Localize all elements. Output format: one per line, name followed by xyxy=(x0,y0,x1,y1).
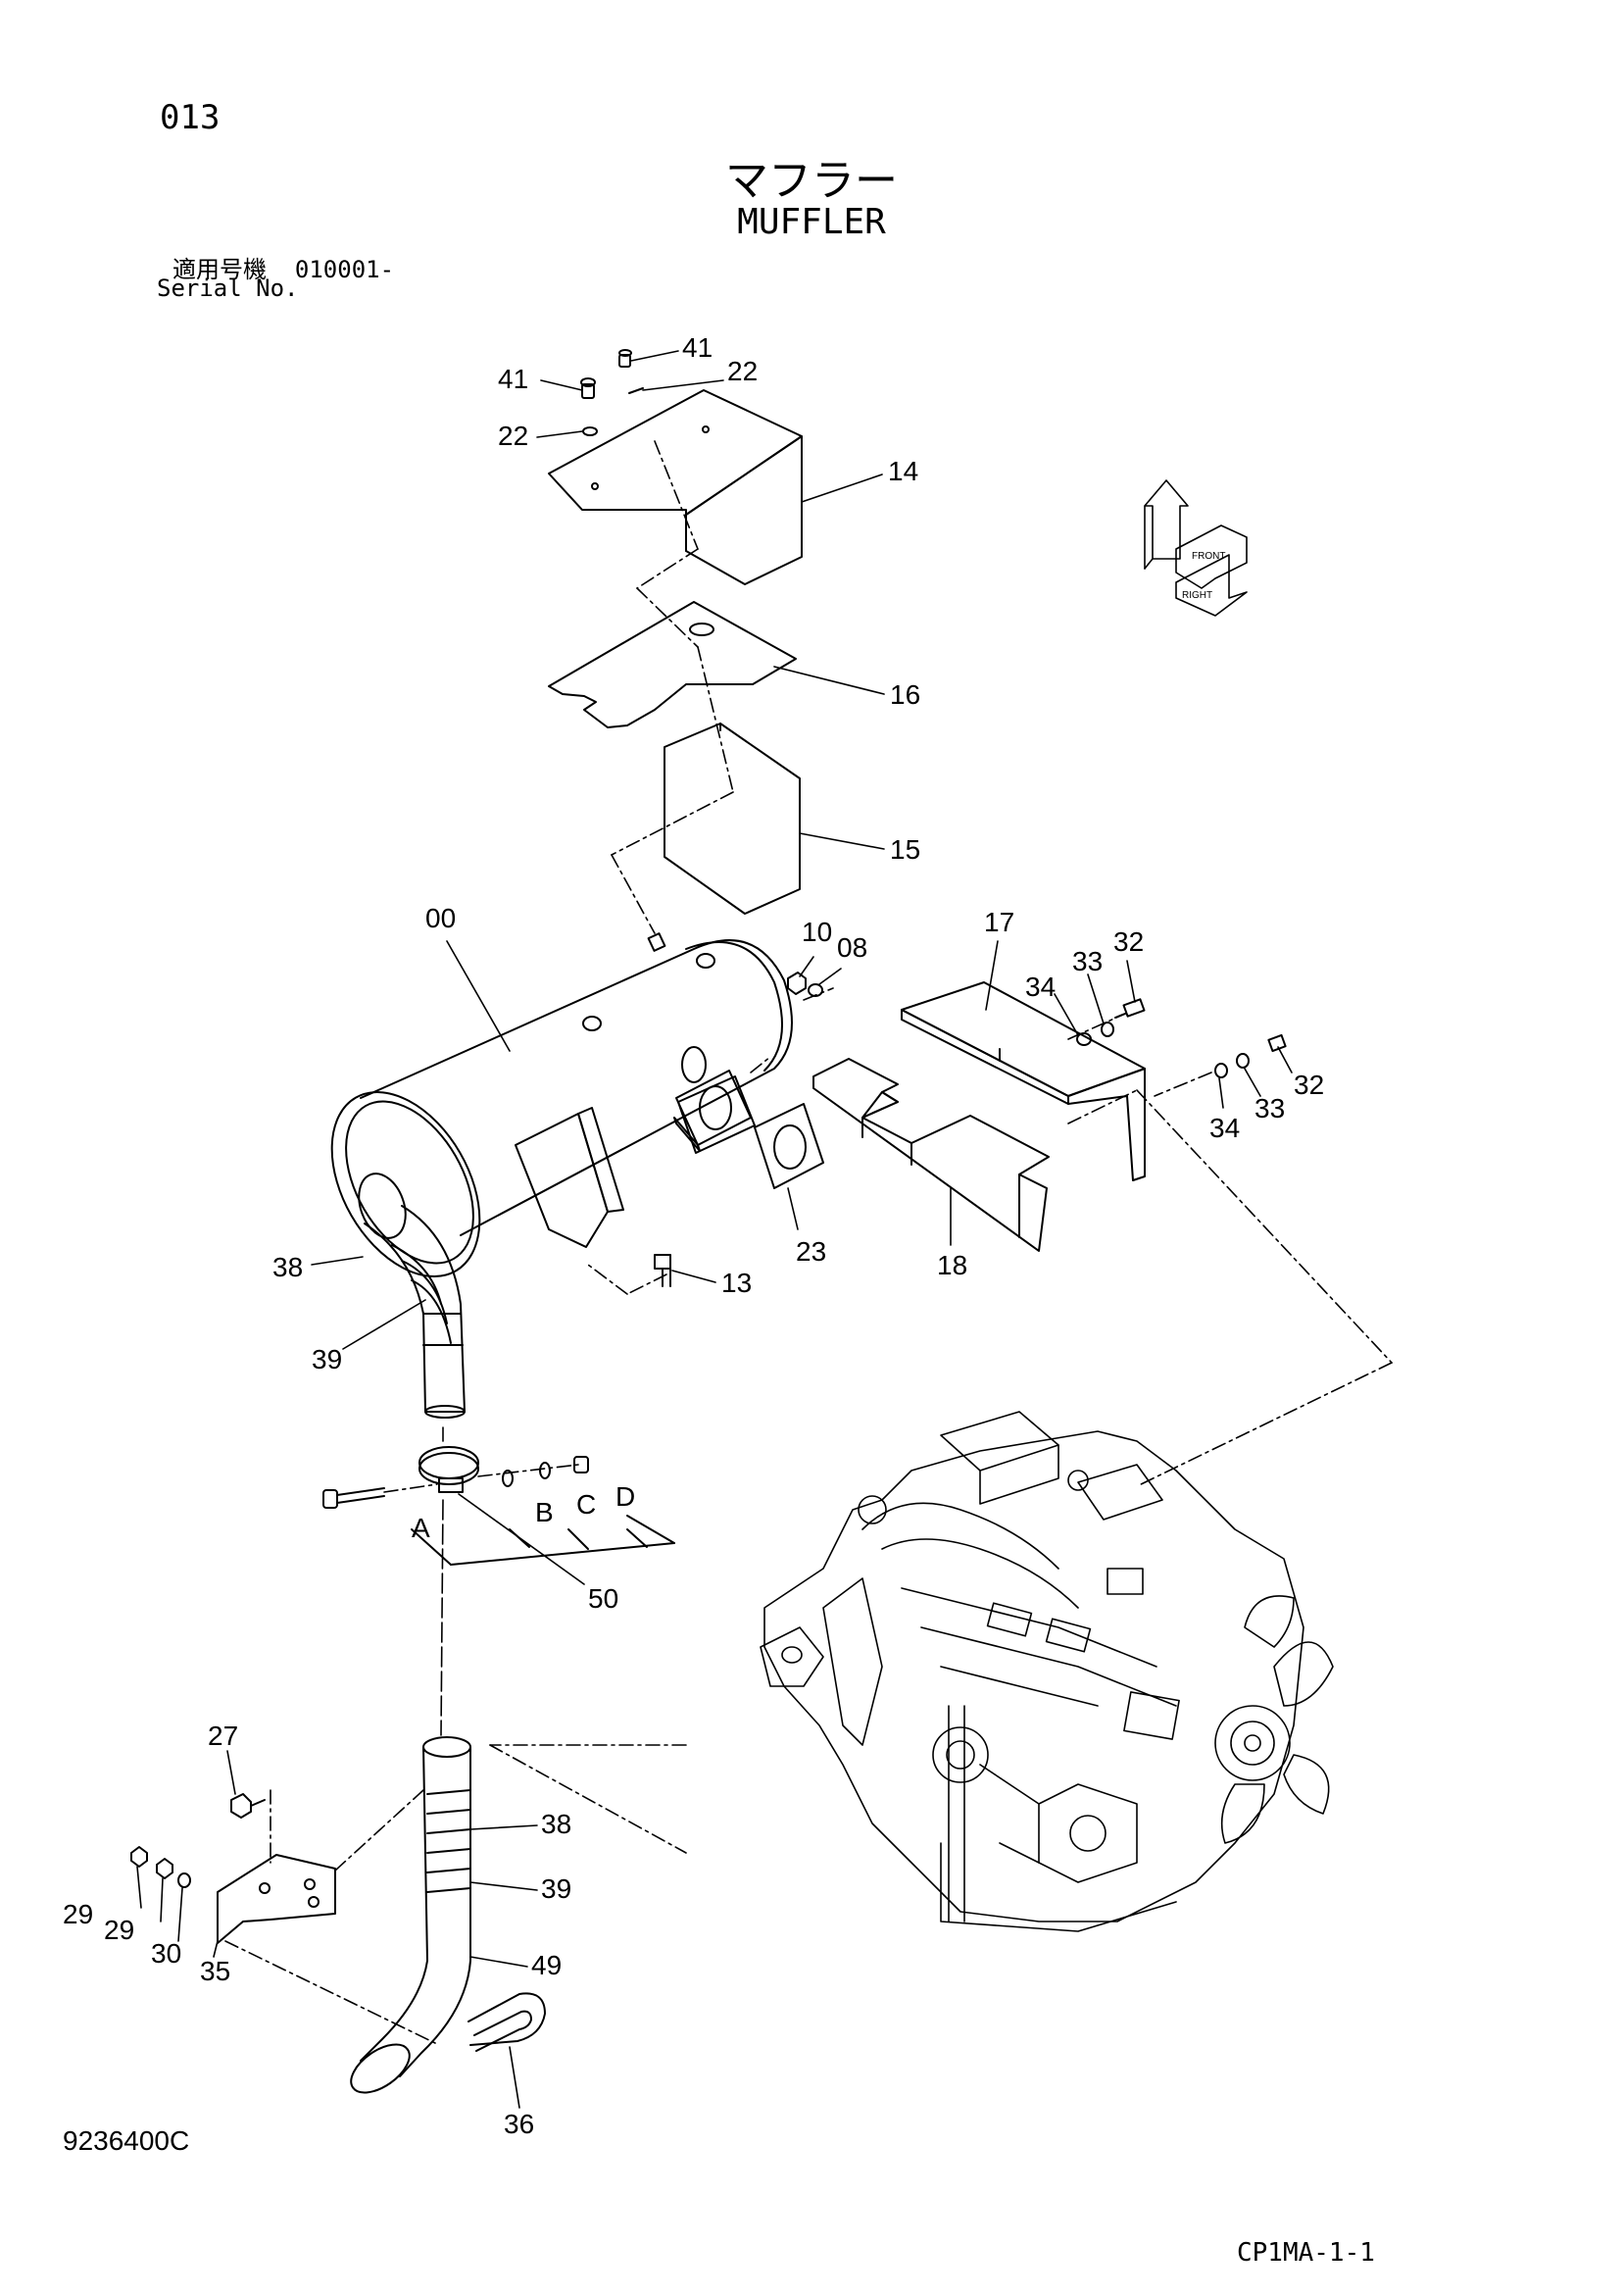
tail-pipe-49 xyxy=(350,1736,471,2094)
callout-00: 00 xyxy=(425,903,456,933)
exhaust-pipe-upper xyxy=(358,1173,466,1419)
page-number: 013 xyxy=(160,98,221,137)
callout-08: 08 xyxy=(837,932,867,963)
washer-33-upper xyxy=(1101,1022,1114,1037)
callout-B: B xyxy=(535,1497,554,1527)
bracket-lower-centerlines xyxy=(224,1744,687,2044)
callout-41-right: 41 xyxy=(682,332,713,363)
callout-13: 13 xyxy=(721,1268,752,1298)
plate-15 xyxy=(664,723,801,915)
callout-27: 27 xyxy=(208,1721,238,1751)
washer-08 xyxy=(808,983,823,997)
heat-shield-14 xyxy=(548,389,803,585)
bolt-32-lower xyxy=(1267,1033,1287,1053)
callout-29-left: 29 xyxy=(63,1899,93,1929)
washer-B xyxy=(502,1470,514,1487)
callout-33-upper: 33 xyxy=(1072,946,1103,976)
callout-39-upper: 39 xyxy=(312,1344,342,1374)
callout-38-lower: 38 xyxy=(541,1809,571,1839)
muffler-centerlines xyxy=(587,987,834,1295)
callout-A: A xyxy=(412,1513,430,1543)
bolt-13 xyxy=(654,1254,671,1287)
clamp-bolt-A xyxy=(322,1487,385,1509)
nut-10 xyxy=(787,972,807,995)
callout-C: C xyxy=(576,1489,596,1520)
callout-29-right: 29 xyxy=(104,1915,134,1945)
title-english: MUFFLER xyxy=(737,202,886,242)
engine-assembly xyxy=(760,1411,1334,1932)
outlet-flange xyxy=(673,1070,756,1154)
pipe-axis xyxy=(440,1499,444,1736)
callout-14: 14 xyxy=(888,456,918,486)
callout-10: 10 xyxy=(802,917,832,947)
nut-29-right xyxy=(156,1858,173,1879)
washer-C xyxy=(539,1462,551,1479)
u-bolt-36 xyxy=(467,1992,546,2052)
callout-22-right: 22 xyxy=(727,356,758,386)
bolt-41-left xyxy=(580,377,596,399)
washer-30 xyxy=(177,1872,191,1888)
callout-30: 30 xyxy=(151,1938,181,1969)
title-japanese: マフラー xyxy=(725,156,898,206)
callout-leaders xyxy=(136,350,1293,2109)
callout-39-lower: 39 xyxy=(541,1873,571,1904)
svg-text:FRONT: FRONT xyxy=(1192,551,1225,562)
serial-label-jp: 適用号機 xyxy=(172,256,267,283)
washer-22-right xyxy=(628,387,644,394)
callout-16: 16 xyxy=(890,679,920,710)
nut-D xyxy=(573,1456,589,1473)
callout-34-lower: 34 xyxy=(1209,1113,1240,1143)
gasket-23 xyxy=(754,1103,824,1189)
drawing-number: 9236400C xyxy=(63,2125,190,2156)
washer-33-lower xyxy=(1236,1053,1250,1069)
washer-34-upper xyxy=(1076,1032,1092,1046)
bracket-centerlines xyxy=(489,1013,1393,1746)
washer-34-lower xyxy=(1214,1063,1228,1078)
serial-line: 適用号機 010001- xyxy=(172,250,394,284)
callout-23: 23 xyxy=(796,1236,826,1267)
clamp-centerlines xyxy=(383,1426,579,1493)
serial-label-en: Serial No. xyxy=(157,275,299,302)
callout-D: D xyxy=(615,1481,635,1512)
bracket-18 xyxy=(812,1058,1050,1252)
bolt-32-upper xyxy=(1114,998,1146,1019)
callout-34-upper: 34 xyxy=(1025,972,1056,1002)
callout-36: 36 xyxy=(504,2109,534,2139)
callout-50: 50 xyxy=(588,1583,618,1614)
callout-49: 49 xyxy=(531,1950,562,1980)
callout-17: 17 xyxy=(984,907,1014,937)
callout-22-left: 22 xyxy=(498,421,528,451)
insulator-16 xyxy=(548,601,797,728)
callout-35: 35 xyxy=(200,1956,230,1986)
callout-33-lower: 33 xyxy=(1254,1093,1285,1123)
callout-labels: 41 22 41 22 14 16 15 00 10 08 17 32 33 3… xyxy=(63,332,1324,2139)
bracket-35 xyxy=(217,1854,336,1944)
bolt-41-right xyxy=(618,349,632,368)
bolt-27 xyxy=(230,1793,266,1819)
washer-22-left xyxy=(582,426,598,436)
direction-indicator-icon: FRONT RIGHT xyxy=(1144,479,1248,617)
svg-text:RIGHT: RIGHT xyxy=(1182,590,1212,601)
serial-number: 010001- xyxy=(294,256,395,283)
reference-code: CP1MA-1-1 xyxy=(1237,2238,1375,2268)
callout-41-left: 41 xyxy=(498,364,528,394)
callout-18: 18 xyxy=(937,1250,967,1280)
muffler-00 xyxy=(330,932,793,1277)
callout-38-upper: 38 xyxy=(272,1252,303,1282)
callout-32-lower: 32 xyxy=(1294,1070,1324,1100)
nut-29-left xyxy=(130,1846,148,1868)
callout-15: 15 xyxy=(890,834,920,865)
bracket-17 xyxy=(901,981,1146,1181)
assembly-centerlines-top xyxy=(611,440,734,934)
clamp-50 xyxy=(418,1446,479,1493)
callout-32-upper: 32 xyxy=(1113,926,1144,957)
